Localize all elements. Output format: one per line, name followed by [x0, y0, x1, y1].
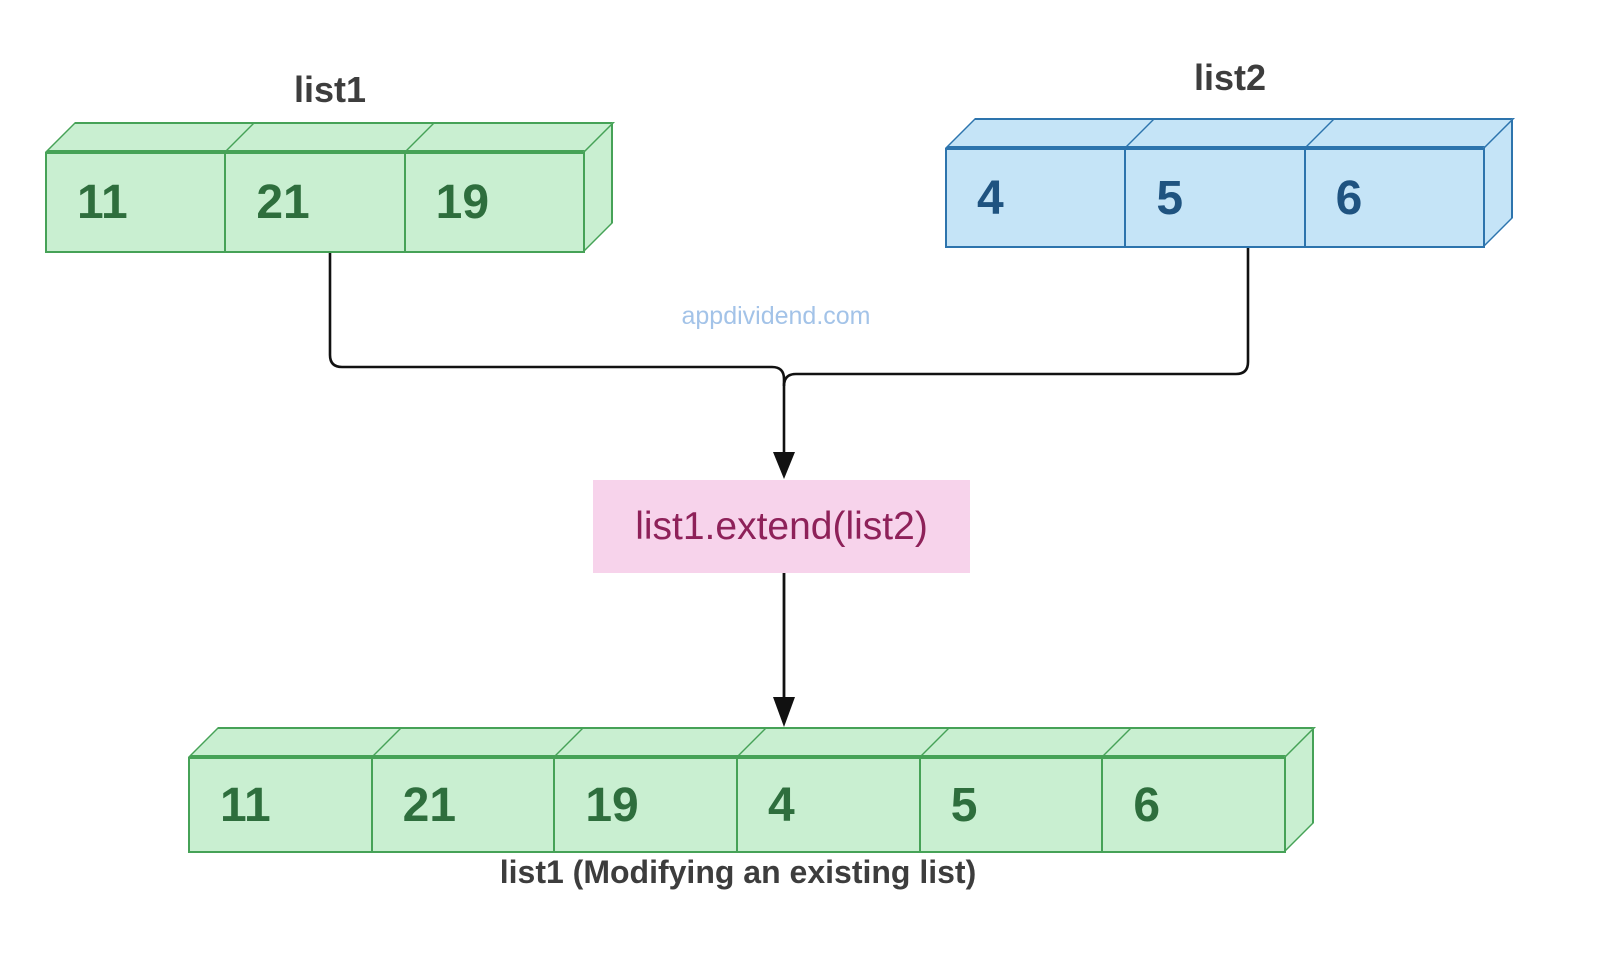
result-top-segment	[1105, 729, 1312, 755]
list1-cell-0: 11	[47, 154, 227, 251]
arrowhead-into-result	[773, 697, 795, 727]
list1-cell-2: 19	[435, 176, 490, 229]
list2-title: list2	[1193, 57, 1267, 98]
list1-cell-1: 21	[226, 154, 406, 251]
watermark-text: appdividend.com	[681, 302, 871, 330]
list2-cell-2: 6	[1335, 171, 1363, 225]
result-top-segment	[557, 729, 767, 755]
result-cell-2: 19	[555, 759, 739, 851]
extend-operation-box: list1.extend(list2)	[593, 480, 970, 573]
list2-top-face	[945, 118, 1515, 148]
list2-cell-0: 4	[947, 150, 1127, 246]
result-top-segment	[922, 729, 1132, 755]
result-cell-5: 6	[1133, 778, 1161, 832]
result-cell-0: 11	[190, 759, 373, 851]
list1-top-segment	[408, 124, 611, 150]
connector-from-list2	[782, 248, 1250, 387]
result-cell-1: 21	[373, 759, 556, 851]
list1-top-face	[45, 122, 615, 152]
result-front-face: 11 21 19 4 5 6	[188, 757, 1286, 853]
list1-title: list1	[293, 69, 367, 110]
result-top-segment	[192, 729, 401, 755]
result-top-face	[188, 727, 1316, 757]
arrowhead-into-operation	[773, 452, 795, 479]
result-top-segment	[374, 729, 584, 755]
list2-top-segment	[1128, 120, 1334, 146]
result-top-segment	[740, 729, 949, 755]
list1-front-face: 11 21 19	[45, 152, 585, 253]
result-cell-4: 5	[921, 759, 1104, 851]
list1-top-segment	[228, 124, 434, 150]
result-caption: list1 (Modifying an existing list)	[499, 854, 977, 890]
list1-top-segment	[49, 124, 255, 150]
list2-top-segment	[949, 120, 1155, 146]
list2-cell-1: 5	[1126, 150, 1306, 246]
connector-from-list1	[328, 253, 786, 455]
list2-front-face: 4 5 6	[945, 148, 1485, 248]
result-cell-3: 4	[738, 759, 921, 851]
list2-top-segment	[1308, 120, 1511, 146]
